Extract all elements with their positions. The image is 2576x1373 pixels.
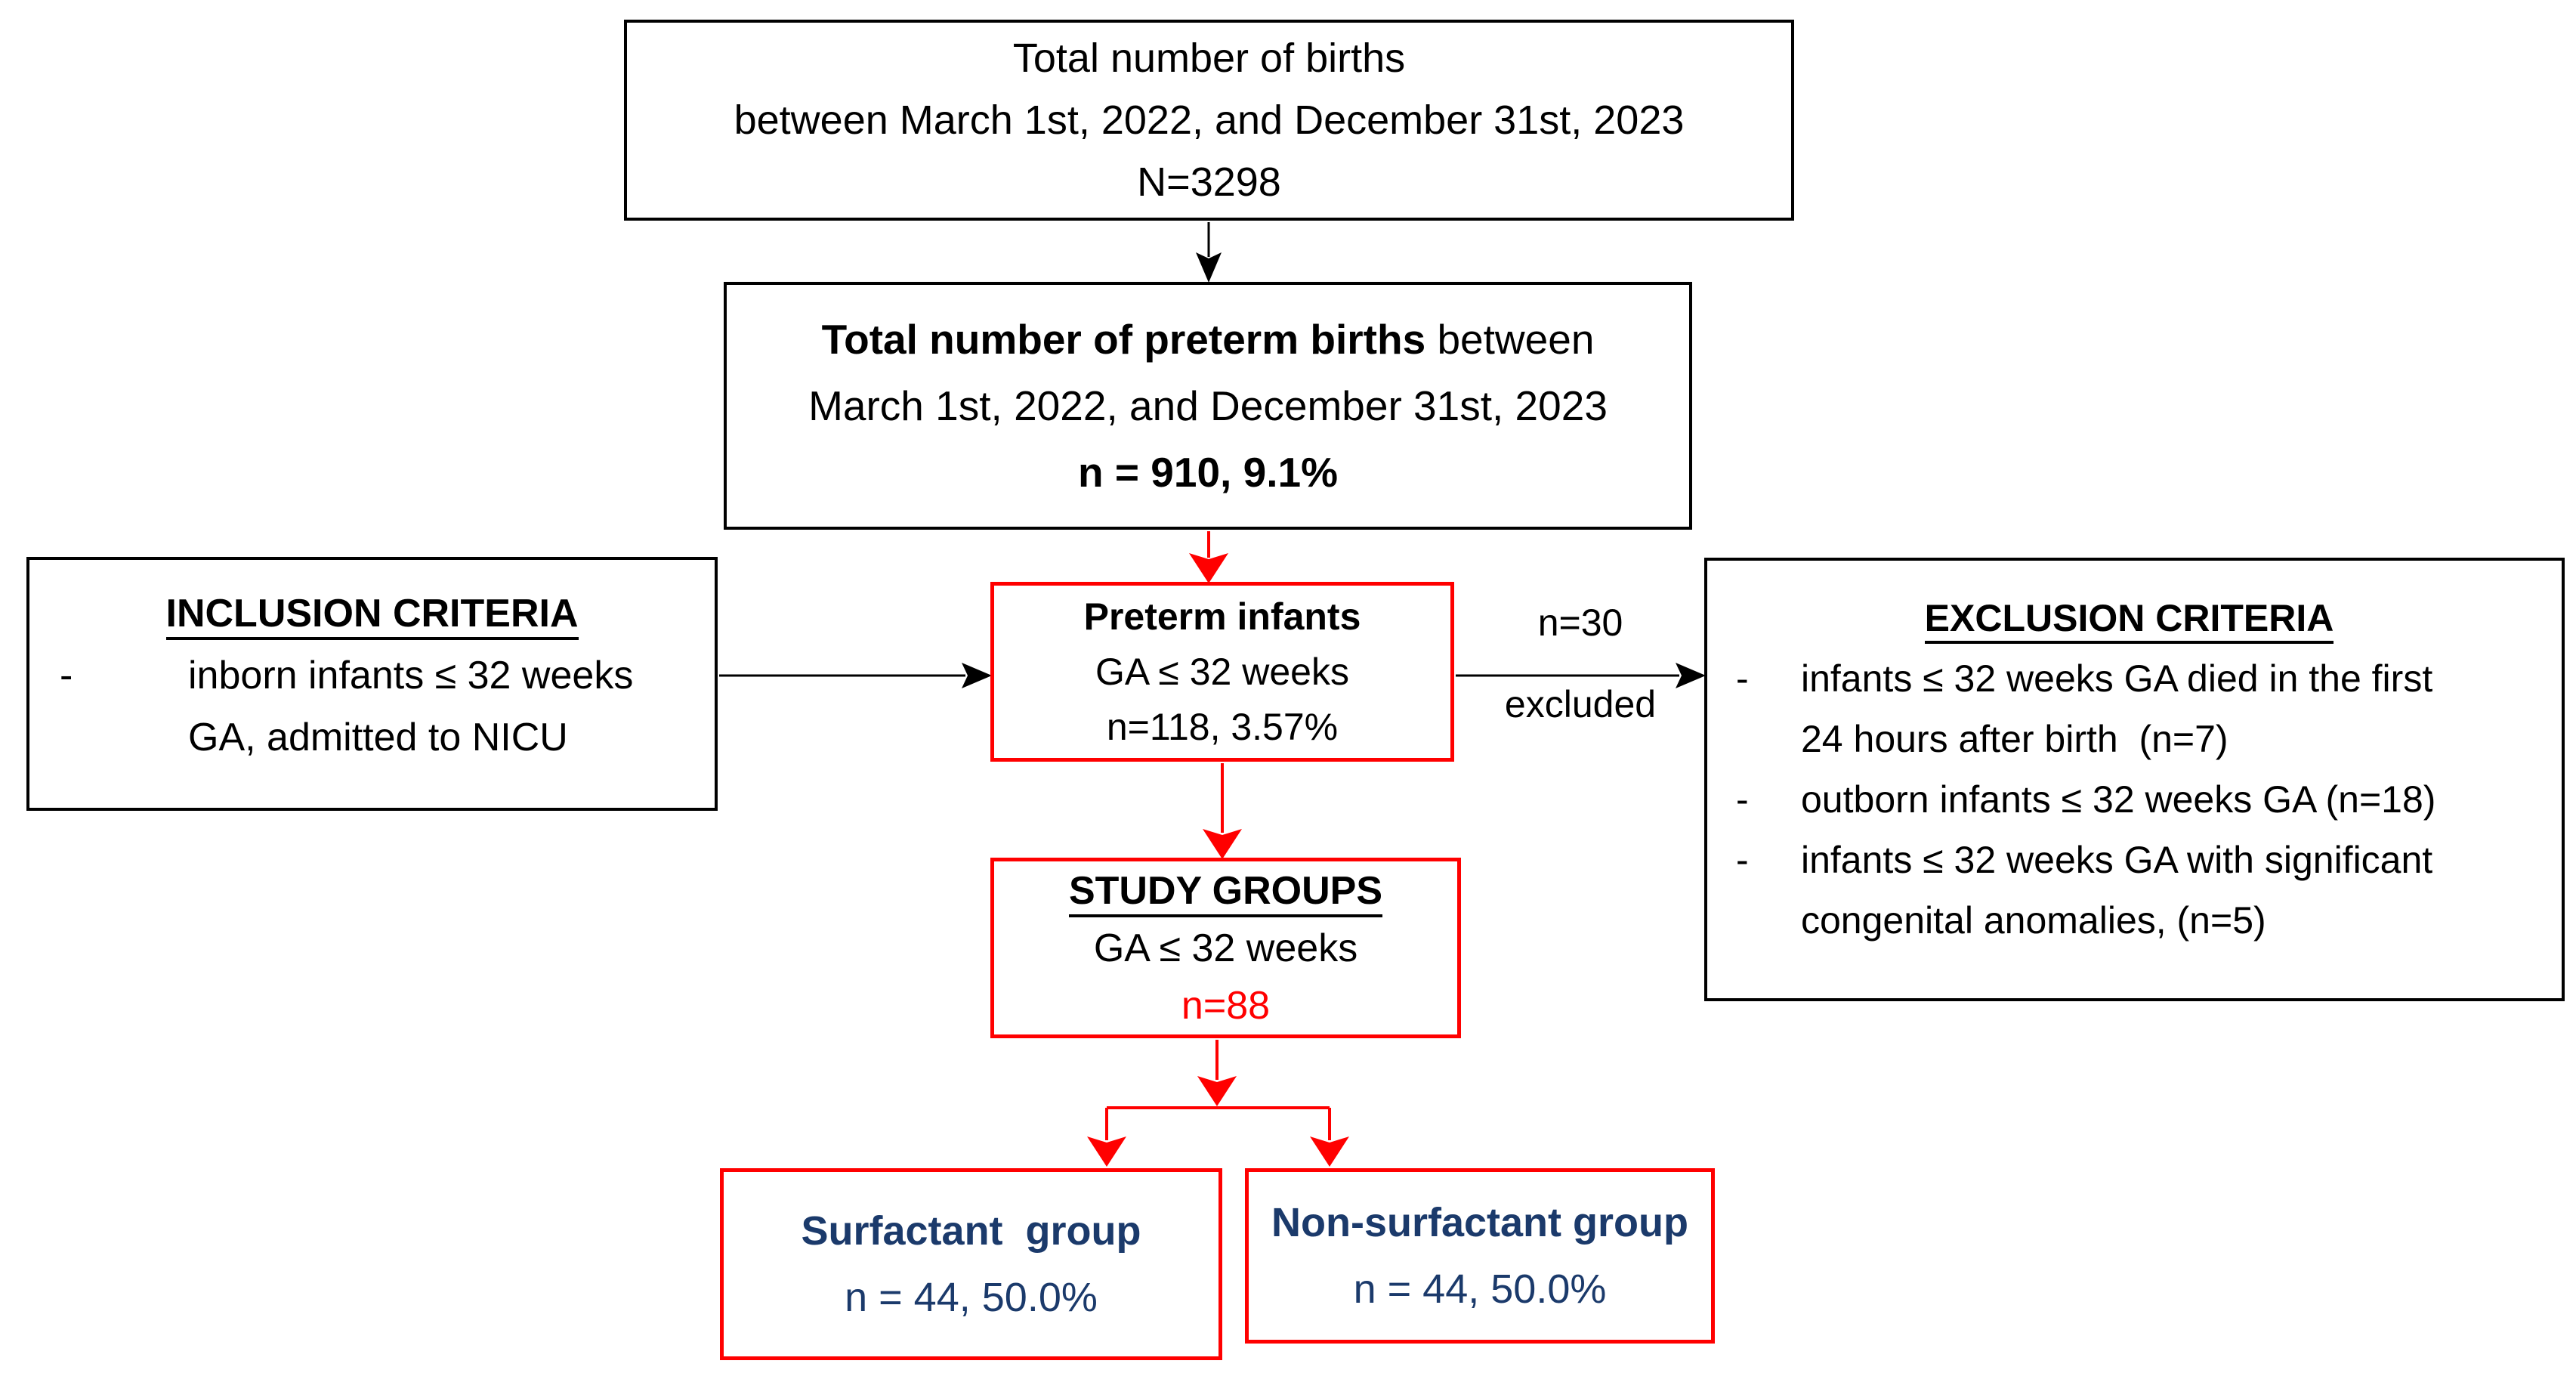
preterm-infants-count: n=118, 3.57% [1106,705,1339,748]
surfactant-group-count: n = 44, 50.0% [845,1275,1098,1320]
arrow-study-groups-split-icon [1087,1040,1349,1167]
total-births-line2: between March 1st, 2022, and December 31… [734,97,1685,143]
study-groups-ga: GA ≤ 32 weeks [1093,926,1358,970]
inclusion-item: - inborn infants ≤ 32 weeks GA, admitted… [29,645,715,768]
bullet-dash-icon: - [1736,839,1749,881]
exclusion-item-3: - infants ≤ 32 weeks GA with significant… [1707,830,2551,951]
total-births-count: N=3298 [1137,159,1281,205]
preterm-births-line1-bold: Total number of preterm births [821,316,1426,363]
preterm-births-count: n = 910, 9.1% [1078,449,1338,496]
preterm-births-line1: Total number of preterm births between [822,306,1595,373]
arrow-preterm-births-to-preterm-infants-icon [1189,531,1228,583]
arrow-births-to-preterm-births-icon [1196,222,1222,283]
study-groups-box: STUDY GROUPS GA ≤ 32 weeks n=88 [990,858,1461,1038]
preterm-infants-ga: GA ≤ 32 weeks [1095,650,1349,693]
excluded-word-label: excluded [1504,683,1657,725]
exclusion-item-3-line1: infants ≤ 32 weeks GA with significant [1801,839,2433,881]
arrow-inclusion-to-preterm-infants-icon [719,663,992,688]
inclusion-title: INCLUSION CRITERIA [165,583,579,645]
inclusion-item-line1: inborn infants ≤ 32 weeks [188,654,634,697]
exclusion-item-3-line2: congenital anomalies, (n=5) [1801,899,2266,942]
exclusion-title-text: EXCLUSION CRITERIA [1924,597,2334,644]
exclusion-title: EXCLUSION CRITERIA [1924,588,2334,648]
exclusion-criteria-box: EXCLUSION CRITERIA - infants ≤ 32 weeks … [1704,558,2565,1001]
inclusion-title-text: INCLUSION CRITERIA [165,592,579,640]
total-births-box: Total number of births between March 1st… [624,20,1794,221]
excluded-count-label: n=30 [1537,601,1623,644]
exclusion-item-1: - infants ≤ 32 weeks GA died in the firs… [1707,648,2551,769]
bullet-dash-icon: - [1736,778,1749,821]
preterm-births-box: Total number of preterm births between M… [724,282,1692,530]
study-groups-title-text: STUDY GROUPS [1068,868,1383,917]
exclusion-item-2: - outborn infants ≤ 32 weeks GA (n=18) [1707,769,2551,830]
non-surfactant-group-count: n = 44, 50.0% [1353,1266,1607,1312]
preterm-infants-title: Preterm infants [1083,595,1361,638]
exclusion-item-1-line1: infants ≤ 32 weeks GA died in the first [1801,657,2433,700]
exclusion-item-1-line2: 24 hours after birth (n=7) [1801,718,2229,760]
surfactant-group-title: Surfactant group [801,1208,1141,1254]
non-surfactant-group-title: Non-surfactant group [1271,1200,1688,1245]
bullet-dash-icon: - [1736,657,1749,700]
exclusion-item-2-line1: outborn infants ≤ 32 weeks GA (n=18) [1801,778,2436,821]
arrow-preterm-infants-to-study-groups-icon [1203,763,1242,859]
preterm-births-line2: March 1st, 2022, and December 31st, 2023 [808,382,1608,429]
non-surfactant-group-box: Non-surfactant group n = 44, 50.0% [1245,1168,1715,1344]
inclusion-criteria-box: INCLUSION CRITERIA - inborn infants ≤ 32… [26,557,718,811]
preterm-births-line1-regular: between [1425,316,1595,363]
study-groups-count: n=88 [1181,983,1271,1028]
study-groups-title: STUDY GROUPS [1068,862,1383,920]
total-births-line1: Total number of births [1012,36,1406,81]
inclusion-item-line2: GA, admitted to NICU [188,716,568,759]
preterm-infants-box: Preterm infants GA ≤ 32 weeks n=118, 3.5… [990,582,1454,762]
surfactant-group-box: Surfactant group n = 44, 50.0% [720,1168,1222,1360]
bullet-dash-icon: - [60,654,73,697]
